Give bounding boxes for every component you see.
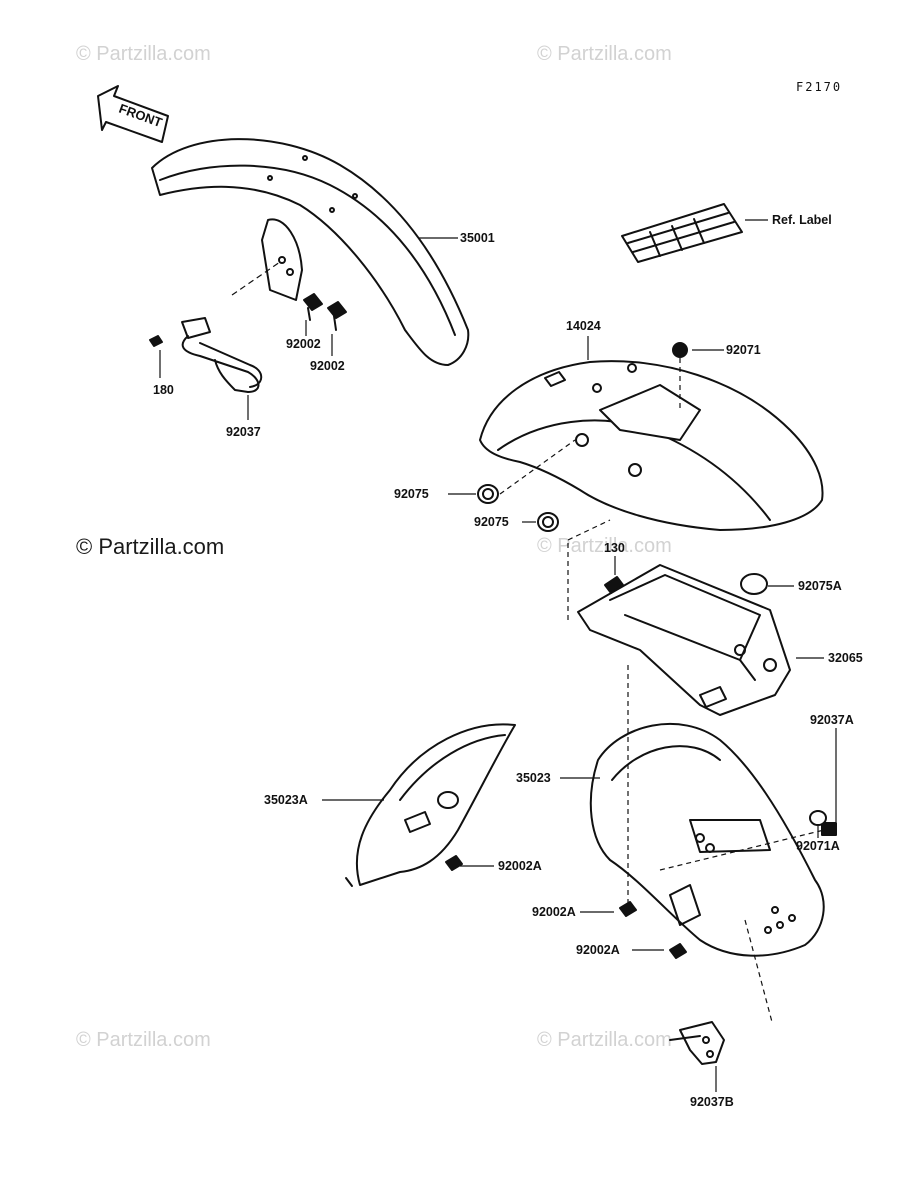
label-92002A-low: 92002A [576,943,620,957]
watermark-bottom-right: © Partzilla.com [537,1029,672,1051]
rear-fender-35023 [589,722,825,957]
label-92075-b: 92075 [474,515,509,529]
label-ref-label: Ref. Label [772,213,832,227]
label-35023A: 35023A [264,793,308,807]
label-92071A: 92071A [796,839,840,853]
label-92075-a: 92075 [394,487,429,501]
label-92037: 92037 [226,425,261,439]
label-130: 130 [604,541,625,555]
label-14024: 14024 [566,319,601,333]
label-35001: 35001 [460,231,495,245]
bolt-92002A-low [669,943,687,959]
label-92002-b: 92002 [310,359,345,373]
bolt-92002A-left [445,855,463,871]
cap-92075A [740,573,768,595]
watermark-middle-left: © Partzilla.com [76,534,225,559]
clip-92037A [821,822,837,836]
label-180: 180 [153,383,174,397]
grommets-92075 [477,484,559,532]
bolts-92002 [303,293,347,331]
label-92037A: 92037A [810,713,854,727]
clamp-92037B [669,1021,725,1065]
clamp-92037 [181,317,263,393]
watermark-top-left: © Partzilla.com [76,43,211,65]
grommet-92071 [672,342,688,358]
label-92002-a: 92002 [286,337,321,351]
label-92002A-left: 92002A [498,859,542,873]
label-92075A: 92075A [798,579,842,593]
grommet-92071A [809,810,827,826]
front-fender-35001 [151,138,470,366]
rear-fender-14024 [479,360,824,531]
watermark-top-right: © Partzilla.com [537,43,672,65]
ref-label-sticker [621,203,743,263]
label-92002A-mid: 92002A [532,905,576,919]
label-35023: 35023 [516,771,551,785]
watermark-bottom-left: © Partzilla.com [76,1029,211,1051]
front-arrow-icon [97,85,169,143]
side-cover-35023A [345,723,516,887]
label-92037B: 92037B [690,1095,734,1109]
label-92071: 92071 [726,343,761,357]
screw-180 [149,335,163,347]
bolt-92002A-mid [619,901,637,917]
diagram-code: F2170 [796,80,843,94]
watermark-middle-right: © Partzilla.com [537,535,672,557]
label-32065: 32065 [828,651,863,665]
bracket-32065 [577,564,791,716]
